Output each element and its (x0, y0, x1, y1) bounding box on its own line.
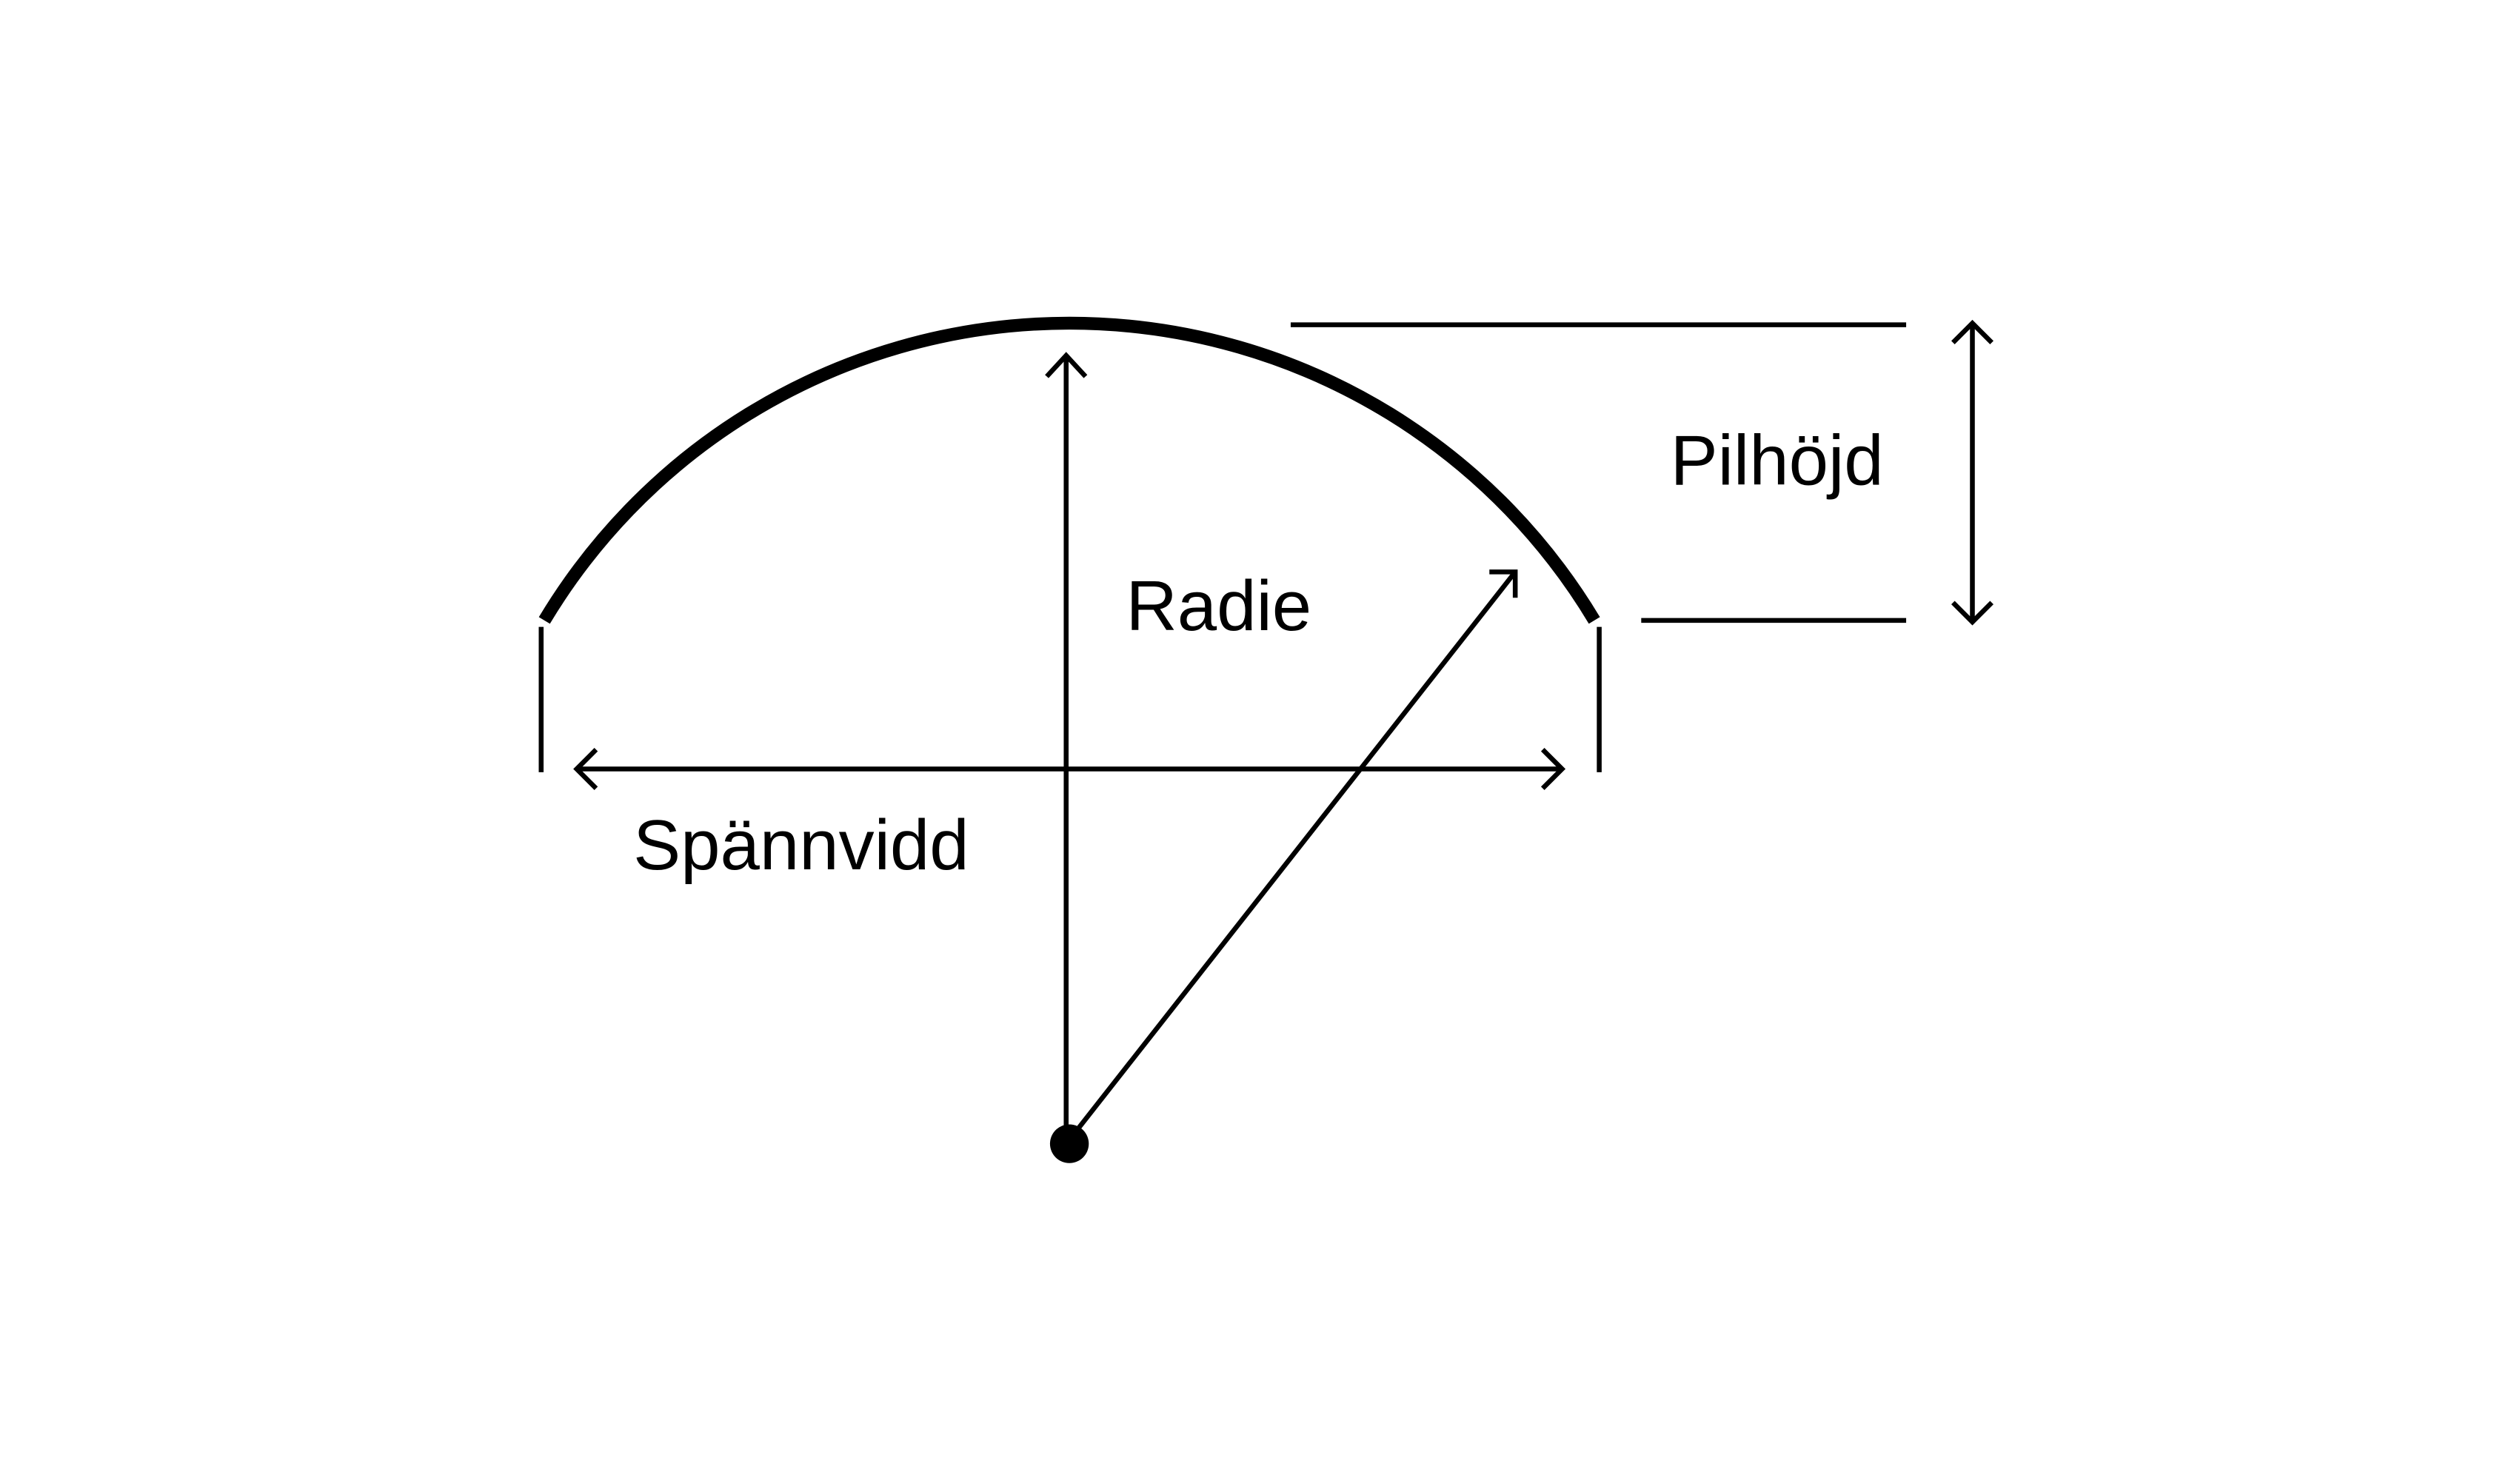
arch-arc (538, 316, 1600, 624)
center-point (1049, 1124, 1089, 1163)
rise-arrow (1951, 319, 1993, 626)
span-arrow (573, 748, 1566, 791)
rise-label: Pilhöjd (1671, 421, 1884, 501)
radius-diagonal-arrow (1070, 569, 1518, 1137)
radius-vertical-arrow (1045, 352, 1088, 1141)
radius-label: Radie (1126, 566, 1311, 646)
span-label: Spännvidd (633, 806, 969, 885)
